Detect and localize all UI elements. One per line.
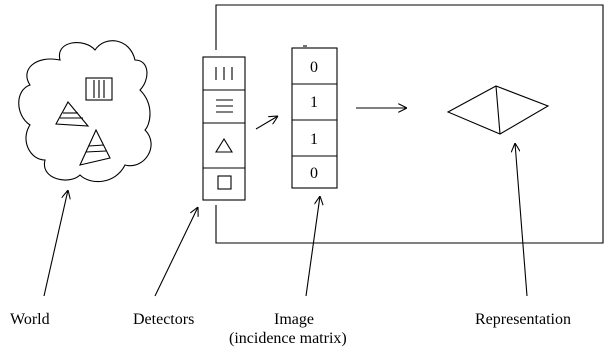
arrow-detectors-to-image: [255, 116, 278, 130]
world-striped-triangle-icon: [55, 101, 90, 127]
representation-diamond: [446, 85, 550, 135]
vertical-lines-icon: [215, 67, 233, 80]
world-striped-triangle-icon-2: [79, 128, 111, 166]
image-cell-1: 0: [310, 59, 318, 76]
world-striped-square-icon: [85, 77, 113, 101]
pointer-world: [43, 190, 68, 297]
image-column: 0 1 1 0: [291, 45, 338, 189]
image-cell-3: 1: [310, 131, 318, 148]
label-detectors: Detectors: [133, 311, 194, 328]
pointer-detectors: [154, 207, 198, 297]
image-cell-2: 1: [310, 94, 318, 111]
detectors-column: [202, 56, 246, 201]
world-cloud: [18, 40, 152, 183]
square-icon: [217, 175, 232, 190]
label-world: World: [10, 311, 50, 328]
label-image: Image: [274, 311, 314, 328]
horizontal-lines-icon: [216, 99, 233, 113]
label-image-sub: (incidence matrix): [229, 330, 347, 347]
pointer-representation: [515, 143, 528, 297]
triangle-icon: [215, 137, 233, 153]
pointer-image: [305, 196, 320, 297]
system-frame: [215, 4, 604, 244]
label-representation: Representation: [475, 311, 571, 328]
image-cell-4: 0: [310, 165, 318, 182]
